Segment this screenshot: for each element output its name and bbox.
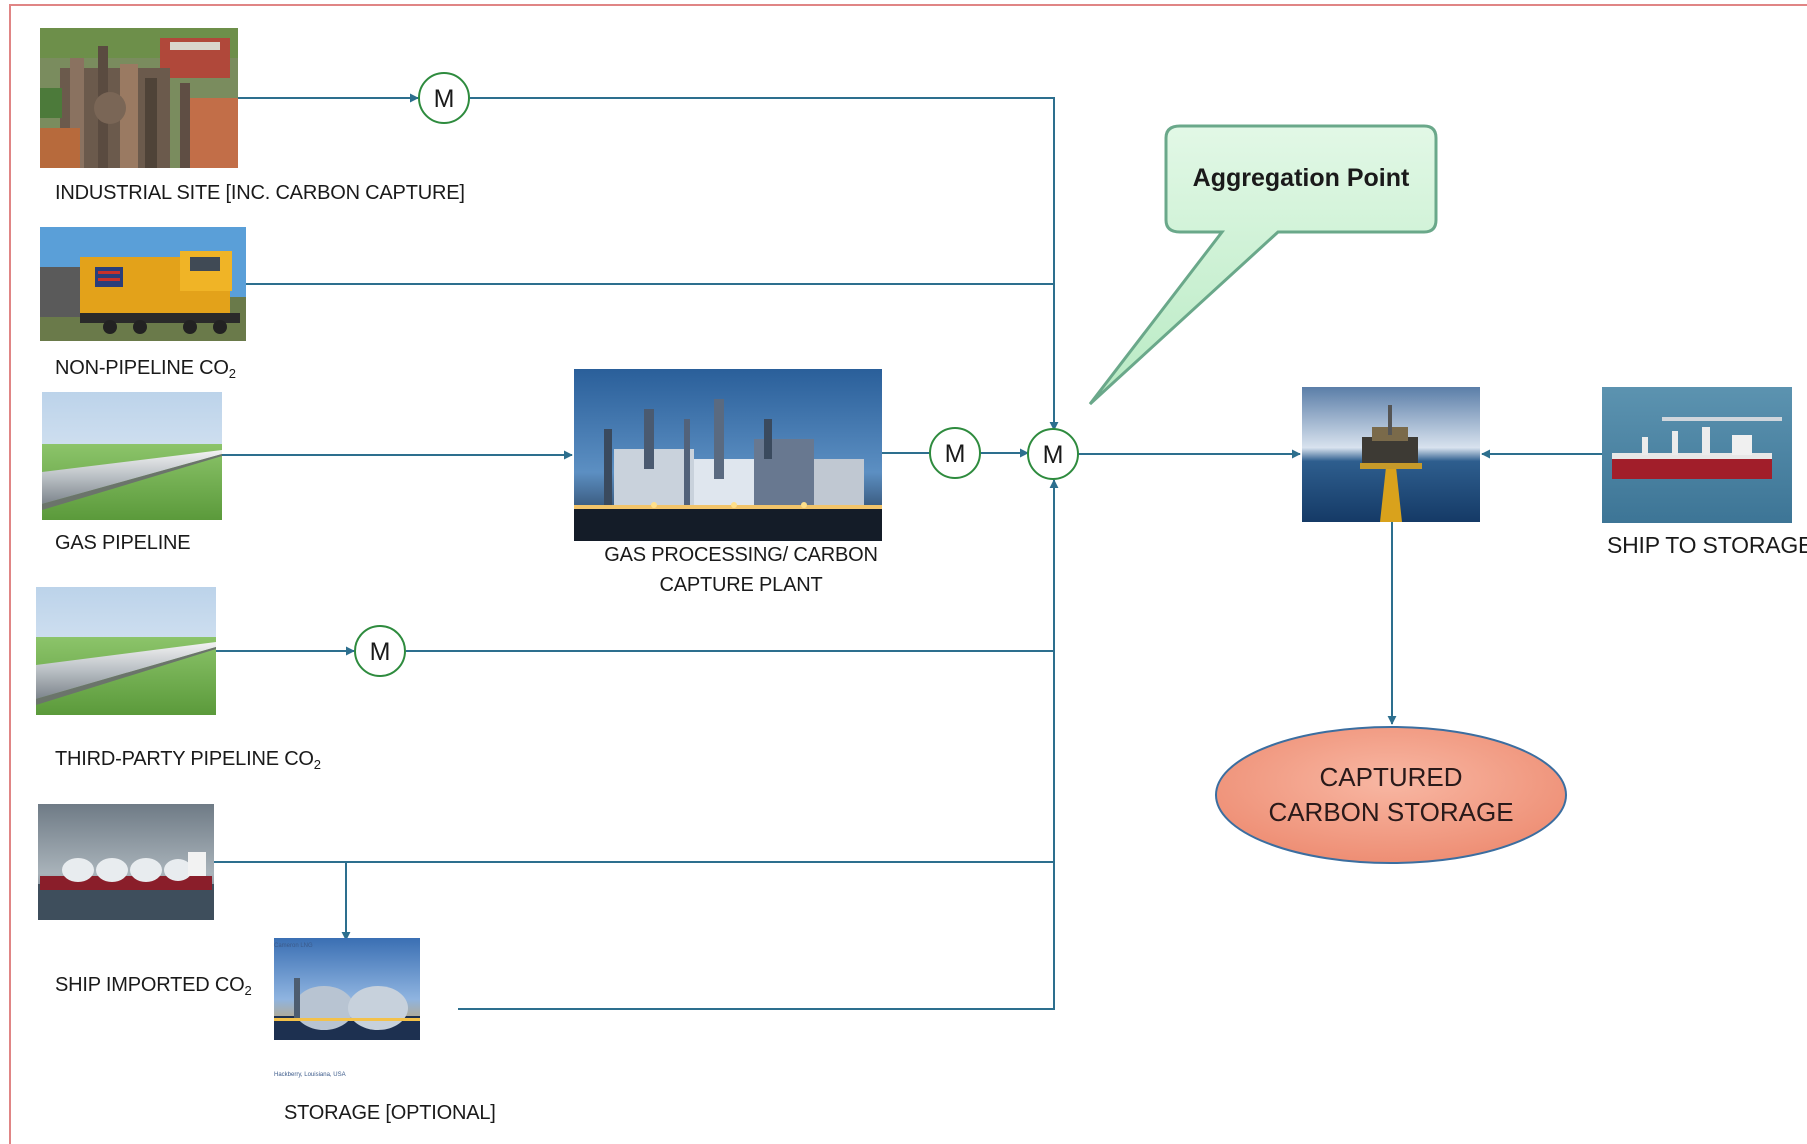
source-label-non-pipeline: NON-PIPELINE CO2 [55, 357, 236, 381]
processing-plant-label-line1: GAS PROCESSING/ CARBON [604, 544, 878, 566]
locomotive-photo [40, 227, 246, 341]
meter-processing: M [929, 427, 981, 479]
source-label-gas-pipeline: GAS PIPELINE [55, 532, 191, 554]
meter-industrial: M [418, 72, 470, 124]
connector-lines [214, 93, 1602, 1010]
svg-text:M: M [434, 85, 455, 113]
gas-processing-plant-photo [574, 369, 882, 541]
meter-aggregation: M [1027, 428, 1079, 480]
source-label-industrial: INDUSTRIAL SITE [INC. CARBON CAPTURE] [55, 182, 465, 204]
svg-text:M: M [1043, 441, 1064, 469]
ship-to-storage-label: SHIP TO STORAGE [1607, 532, 1807, 558]
source-label-third-party: THIRD-PARTY PIPELINE CO2 [55, 748, 321, 772]
offshore-platform-photo [1302, 387, 1480, 522]
captured-carbon-storage-label: CAPTURED CARBON STORAGE [1216, 760, 1566, 830]
lng-ship-photo [38, 804, 214, 920]
line-meter1-to-aggregation [470, 97, 1059, 431]
pipeline-photo [36, 587, 216, 715]
meter-third-party: M [354, 625, 406, 677]
tanker-ship-photo [1602, 387, 1792, 523]
lng-terminal-caption-top: Cameron LNG [274, 943, 313, 949]
svg-text:M: M [370, 638, 391, 666]
line-optional-storage-to-bus [458, 479, 1059, 1010]
gas-pipeline-photo [42, 392, 222, 520]
industrial-site-photo [40, 28, 238, 168]
lng-terminal-photo [274, 938, 420, 1040]
diagram-frame [9, 4, 1807, 1144]
lng-terminal-caption-bottom: Hackberry, Louisiana, USA [274, 1072, 346, 1078]
svg-text:M: M [945, 440, 966, 468]
processing-plant-label-line2: CAPTURE PLANT [659, 574, 823, 596]
captured-carbon-storage-shape [1215, 726, 1567, 864]
aggregation-point-callout [1088, 124, 1438, 406]
source-label-ship-imported: SHIP IMPORTED CO2 [55, 974, 252, 998]
captured-storage-line1: CAPTURED [1319, 762, 1463, 792]
aggregation-point-label: Aggregation Point [1192, 164, 1410, 192]
optional-storage-label: STORAGE [OPTIONAL] [284, 1102, 496, 1124]
processing-plant-label: GAS PROCESSING/ CARBON CAPTURE PLANT [591, 540, 891, 600]
captured-storage-line2: CARBON STORAGE [1268, 797, 1514, 827]
